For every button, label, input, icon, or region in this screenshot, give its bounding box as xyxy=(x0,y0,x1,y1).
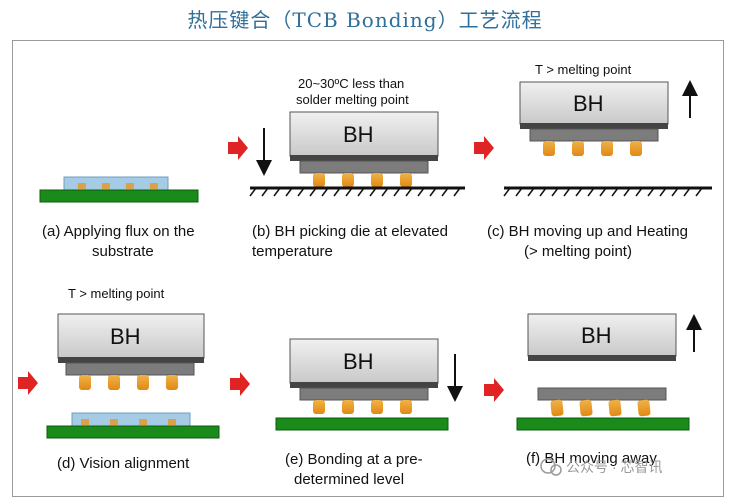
bump xyxy=(371,400,383,414)
bump xyxy=(79,375,91,390)
page-title: 热压键合（TCB Bonding）工艺流程 xyxy=(187,8,543,32)
bump xyxy=(313,400,325,414)
caption-b-line1: (b) BH picking die at elevated xyxy=(252,223,448,240)
pad xyxy=(168,419,176,425)
bump xyxy=(108,375,120,390)
pad xyxy=(126,183,134,189)
bump xyxy=(400,400,412,414)
bump xyxy=(342,173,354,187)
panel-b: 20~30ºC less than solder melting point B… xyxy=(249,76,465,260)
bump xyxy=(543,141,555,156)
bh-underside xyxy=(290,155,438,161)
note-b-line2: solder melting point xyxy=(296,92,409,107)
die xyxy=(299,160,429,174)
caption-b-line2: temperature xyxy=(252,243,333,260)
watermark: 公众号 · 芯智讯 xyxy=(540,458,662,476)
die xyxy=(299,387,429,401)
die xyxy=(537,387,667,401)
caption-e-line1: (e) Bonding at a pre- xyxy=(285,451,423,468)
bump xyxy=(601,141,613,156)
bh-underside xyxy=(528,355,676,361)
bh-label: BH xyxy=(343,122,374,147)
bump xyxy=(572,141,584,156)
caption-a-line1: (a) Applying flux on the xyxy=(42,223,195,240)
note-c: T > melting point xyxy=(535,62,632,77)
wechat-icon xyxy=(540,458,556,474)
stage-hatch xyxy=(503,187,703,197)
step-arrow-icon xyxy=(230,372,250,396)
substrate xyxy=(46,425,220,439)
pad xyxy=(150,183,158,189)
step-arrow-icon xyxy=(484,378,504,402)
bump xyxy=(550,399,564,417)
bond-head xyxy=(57,313,205,359)
die xyxy=(65,362,195,376)
caption-c-line2: (> melting point) xyxy=(524,243,632,260)
substrate xyxy=(39,189,199,203)
caption-e-line2: determined level xyxy=(294,471,404,488)
bump xyxy=(371,173,383,187)
bump xyxy=(166,375,178,390)
caption-a-line2: substrate xyxy=(92,243,154,260)
bump xyxy=(579,399,593,417)
die xyxy=(529,128,659,142)
panel-e: BH (e) Bonding at a pre- determined leve… xyxy=(275,338,463,488)
bh-label: BH xyxy=(343,349,374,374)
stage-hatch xyxy=(249,187,461,197)
pad xyxy=(102,183,110,189)
caption-c-line1: (c) BH moving up and Heating xyxy=(487,223,688,240)
bump xyxy=(313,173,325,187)
step-arrow-icon xyxy=(18,371,38,395)
bump xyxy=(637,399,651,417)
bh-label: BH xyxy=(581,323,612,348)
bh-label: BH xyxy=(110,324,141,349)
substrate xyxy=(516,417,690,431)
bump xyxy=(342,400,354,414)
bh-underside xyxy=(520,123,668,129)
panel-d: T > melting point BH (d) Vision alignmen… xyxy=(18,286,220,472)
bond-head xyxy=(519,81,669,125)
bump xyxy=(137,375,149,390)
step-arrow-icon xyxy=(228,136,248,160)
bump xyxy=(608,399,622,417)
step-arrow-icon xyxy=(474,136,494,160)
bump xyxy=(400,173,412,187)
bump xyxy=(630,141,642,156)
bond-head xyxy=(289,338,439,384)
substrate xyxy=(275,417,449,431)
panel-a: (a) Applying flux on the substrate xyxy=(39,176,199,260)
watermark-text: 公众号 · 芯智讯 xyxy=(566,459,662,475)
caption-f-line1: (f) BH moving away xyxy=(526,450,657,467)
bh-underside xyxy=(290,382,438,388)
note-b-line1: 20~30ºC less than xyxy=(298,76,404,91)
bh-underside xyxy=(58,357,204,363)
note-d: T > melting point xyxy=(68,286,165,301)
pad xyxy=(110,419,118,425)
bond-head xyxy=(289,111,439,157)
caption-d-line1: (d) Vision alignment xyxy=(57,455,190,472)
bh-label: BH xyxy=(573,91,604,116)
panel-f: BH (f) BH moving away xyxy=(516,313,702,467)
pad xyxy=(81,419,89,425)
pad xyxy=(78,183,86,189)
pad xyxy=(139,419,147,425)
panel-c: T > melting point BH (c) BH moving up an… xyxy=(487,62,712,260)
